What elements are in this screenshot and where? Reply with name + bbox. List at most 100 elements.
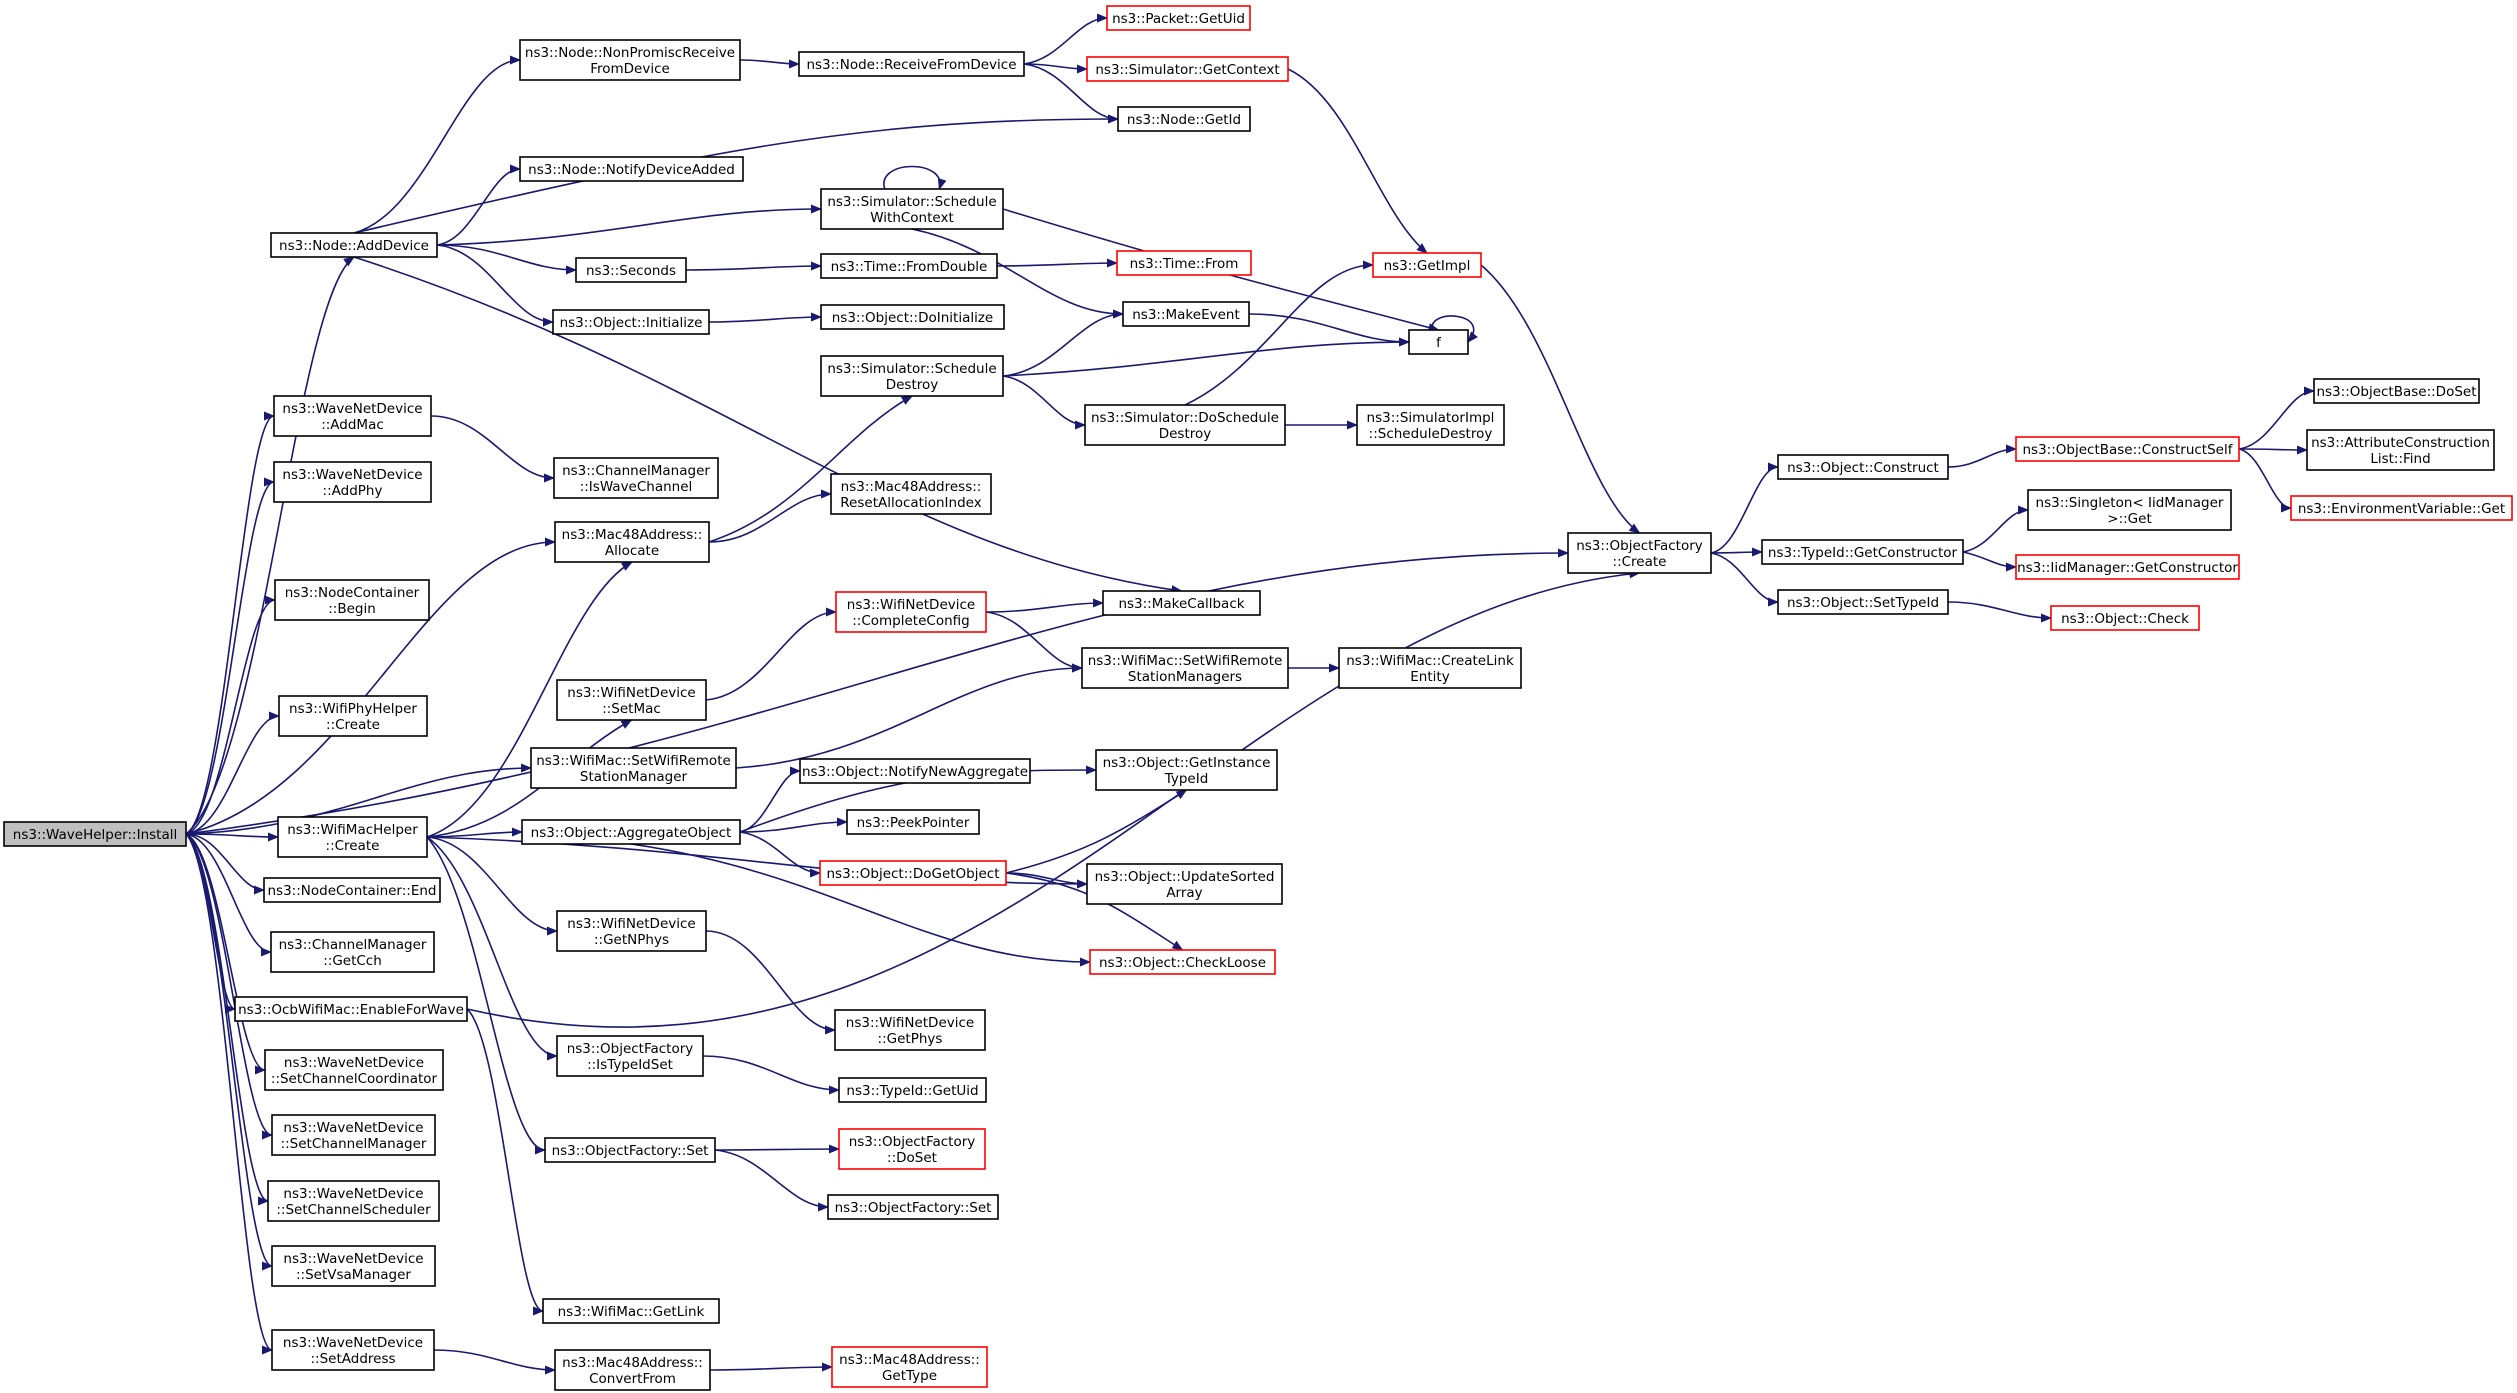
node-n_of_set2[interactable]: ns3::ObjectFactory::Set xyxy=(827,1194,999,1220)
node-n_mac_convfrom[interactable]: ns3::Mac48Address::ConvertFrom xyxy=(554,1349,711,1391)
node-n_f[interactable]: f xyxy=(1408,329,1469,355)
node-box[interactable] xyxy=(831,1346,988,1388)
node-box[interactable] xyxy=(274,579,430,621)
node-n_obj_dogetobj[interactable]: ns3::Object::DoGetObject xyxy=(819,860,1007,886)
node-box[interactable] xyxy=(1081,647,1289,689)
node-box[interactable] xyxy=(1117,106,1251,132)
node-box[interactable] xyxy=(271,1114,436,1156)
node-n_makecallback[interactable]: ns3::MakeCallback xyxy=(1102,590,1261,616)
node-box[interactable] xyxy=(819,860,1007,886)
node-box[interactable] xyxy=(264,1049,444,1091)
node-box[interactable] xyxy=(556,1035,704,1077)
node-box[interactable] xyxy=(2306,429,2495,471)
node-n_obj_check[interactable]: ns3::Object::Check xyxy=(2050,605,2200,631)
node-box[interactable] xyxy=(2050,605,2200,631)
node-n_mac_resetalloc[interactable]: ns3::Mac48Address::ResetAllocationIndex xyxy=(830,473,992,515)
node-n_wm_setrsms[interactable]: ns3::WifiMac::SetWifiRemoteStationManage… xyxy=(1081,647,1289,689)
node-box[interactable] xyxy=(530,747,737,789)
node-n_cm_iswave[interactable]: ns3::ChannelManager::IsWaveChannel xyxy=(553,457,719,499)
node-box[interactable] xyxy=(827,1194,999,1220)
node-n_of_create[interactable]: ns3::ObjectFactory::Create xyxy=(1567,532,1712,574)
node-n_wnd_addphy[interactable]: ns3::WaveNetDevice::AddPhy xyxy=(273,461,432,503)
node-n_tid_getuid[interactable]: ns3::TypeId::GetUid xyxy=(838,1077,987,1103)
node-n_ocb_enable[interactable]: ns3::OcbWifiMac::EnableForWave xyxy=(234,996,468,1022)
node-box[interactable] xyxy=(2313,378,2480,404)
node-box[interactable] xyxy=(820,304,1005,330)
node-n_tid_getctor[interactable]: ns3::TypeId::GetConstructor xyxy=(1761,539,1964,565)
node-box[interactable] xyxy=(799,758,1031,784)
node-box[interactable] xyxy=(1777,454,1949,480)
node-box[interactable] xyxy=(271,1329,435,1371)
node-n_obj_checkloose[interactable]: ns3::Object::CheckLoose xyxy=(1089,949,1276,975)
node-n_wnd_setcm[interactable]: ns3::WaveNetDevice::SetChannelManager xyxy=(271,1114,436,1156)
node-box[interactable] xyxy=(1567,532,1712,574)
node-n_makeevent[interactable]: ns3::MakeEvent xyxy=(1122,301,1250,327)
node-box[interactable] xyxy=(544,1137,716,1163)
node-n_wnd_setmac[interactable]: ns3::WifiNetDevice::SetMac xyxy=(556,679,707,721)
node-box[interactable] xyxy=(575,257,687,283)
node-box[interactable] xyxy=(521,819,741,845)
node-box[interactable] xyxy=(835,591,987,633)
node-n_obj_construct[interactable]: ns3::Object::Construct xyxy=(1777,454,1949,480)
node-box[interactable] xyxy=(838,1128,986,1170)
node-n_getimpl[interactable]: ns3::GetImpl xyxy=(1372,252,1482,278)
node-n_node_recv[interactable]: ns3::Node::ReceiveFromDevice xyxy=(798,51,1025,77)
node-n_of_doset[interactable]: ns3::ObjectFactory::DoSet xyxy=(838,1128,986,1170)
node-box[interactable] xyxy=(2290,495,2513,521)
node-n_obj_settypeid[interactable]: ns3::Object::SetTypeId xyxy=(1777,589,1949,615)
node-n_wnd_getnphys[interactable]: ns3::WifiNetDevice::GetNPhys xyxy=(556,910,707,952)
node-n_wm_setrsm[interactable]: ns3::WifiMac::SetWifiRemoteStationManage… xyxy=(530,747,737,789)
node-n_obj_notifyagg[interactable]: ns3::Object::NotifyNewAggregate xyxy=(799,758,1031,784)
node-box[interactable] xyxy=(1095,749,1278,791)
node-n_wnd_setaddr[interactable]: ns3::WaveNetDevice::SetAddress xyxy=(271,1329,435,1371)
node-n_addDevice[interactable]: ns3::Node::AddDevice xyxy=(270,232,438,258)
node-n_ob_doset[interactable]: ns3::ObjectBase::DoSet xyxy=(2313,378,2480,404)
node-n_time_from[interactable]: ns3::Time::From xyxy=(1116,250,1252,276)
node-box[interactable] xyxy=(519,156,744,182)
node-n_obj_doinit[interactable]: ns3::Object::DoInitialize xyxy=(820,304,1005,330)
node-box[interactable] xyxy=(1122,301,1250,327)
node-n_wnd_addmac[interactable]: ns3::WaveNetDevice::AddMac xyxy=(273,395,432,437)
node-n_nc_end[interactable]: ns3::NodeContainer::End xyxy=(263,877,441,903)
node-n_mac_gettype[interactable]: ns3::Mac48Address::GetType xyxy=(831,1346,988,1388)
node-box[interactable] xyxy=(1089,949,1276,975)
node-n_sim_scheddestroy[interactable]: ns3::Simulator::ScheduleDestroy xyxy=(820,355,1004,397)
node-n_obj_init[interactable]: ns3::Object::Initialize xyxy=(552,309,710,335)
node-n_nc_begin[interactable]: ns3::NodeContainer::Begin xyxy=(274,579,430,621)
node-box[interactable] xyxy=(1102,590,1261,616)
node-box[interactable] xyxy=(553,457,719,499)
node-box[interactable] xyxy=(270,931,435,973)
node-box[interactable] xyxy=(820,355,1004,397)
node-n_node_notify[interactable]: ns3::Node::NotifyDeviceAdded xyxy=(519,156,744,182)
node-n_wnd_setcc[interactable]: ns3::WaveNetDevice::SetChannelCoordinato… xyxy=(264,1049,444,1091)
node-box[interactable] xyxy=(1106,5,1251,31)
node-box[interactable] xyxy=(846,809,980,835)
node-n_cm_getcch[interactable]: ns3::ChannelManager::GetCch xyxy=(270,931,435,973)
node-box[interactable] xyxy=(542,1298,720,1324)
node-box[interactable] xyxy=(556,679,707,721)
node-box[interactable] xyxy=(554,1349,711,1391)
node-n_node_getid[interactable]: ns3::Node::GetId xyxy=(1117,106,1251,132)
node-n_wnd_completecfg[interactable]: ns3::WifiNetDevice::CompleteConfig xyxy=(835,591,987,633)
node-n_time_fromdouble[interactable]: ns3::Time::FromDouble xyxy=(820,253,998,279)
node-n_wm_getlink[interactable]: ns3::WifiMac::GetLink xyxy=(542,1298,720,1324)
node-n_ob_constructself[interactable]: ns3::ObjectBase::ConstructSelf xyxy=(2015,436,2240,462)
node-box[interactable] xyxy=(1086,863,1283,905)
node-n_iid_getctor[interactable]: ns3::IidManager::GetConstructor xyxy=(2015,554,2240,580)
node-box[interactable] xyxy=(3,821,187,847)
node-box[interactable] xyxy=(552,309,710,335)
node-n_wnd_getphys[interactable]: ns3::WifiNetDevice::GetPhys xyxy=(834,1009,986,1051)
node-n_wnd_setcs[interactable]: ns3::WaveNetDevice::SetChannelScheduler xyxy=(267,1180,440,1222)
node-box[interactable] xyxy=(1761,539,1964,565)
node-n_seconds[interactable]: ns3::Seconds xyxy=(575,257,687,283)
node-n_pkt_getuid[interactable]: ns3::Packet::GetUid xyxy=(1106,5,1251,31)
node-box[interactable] xyxy=(830,473,992,515)
node-box[interactable] xyxy=(273,395,432,437)
node-box[interactable] xyxy=(2027,489,2232,531)
node-box[interactable] xyxy=(820,253,998,279)
